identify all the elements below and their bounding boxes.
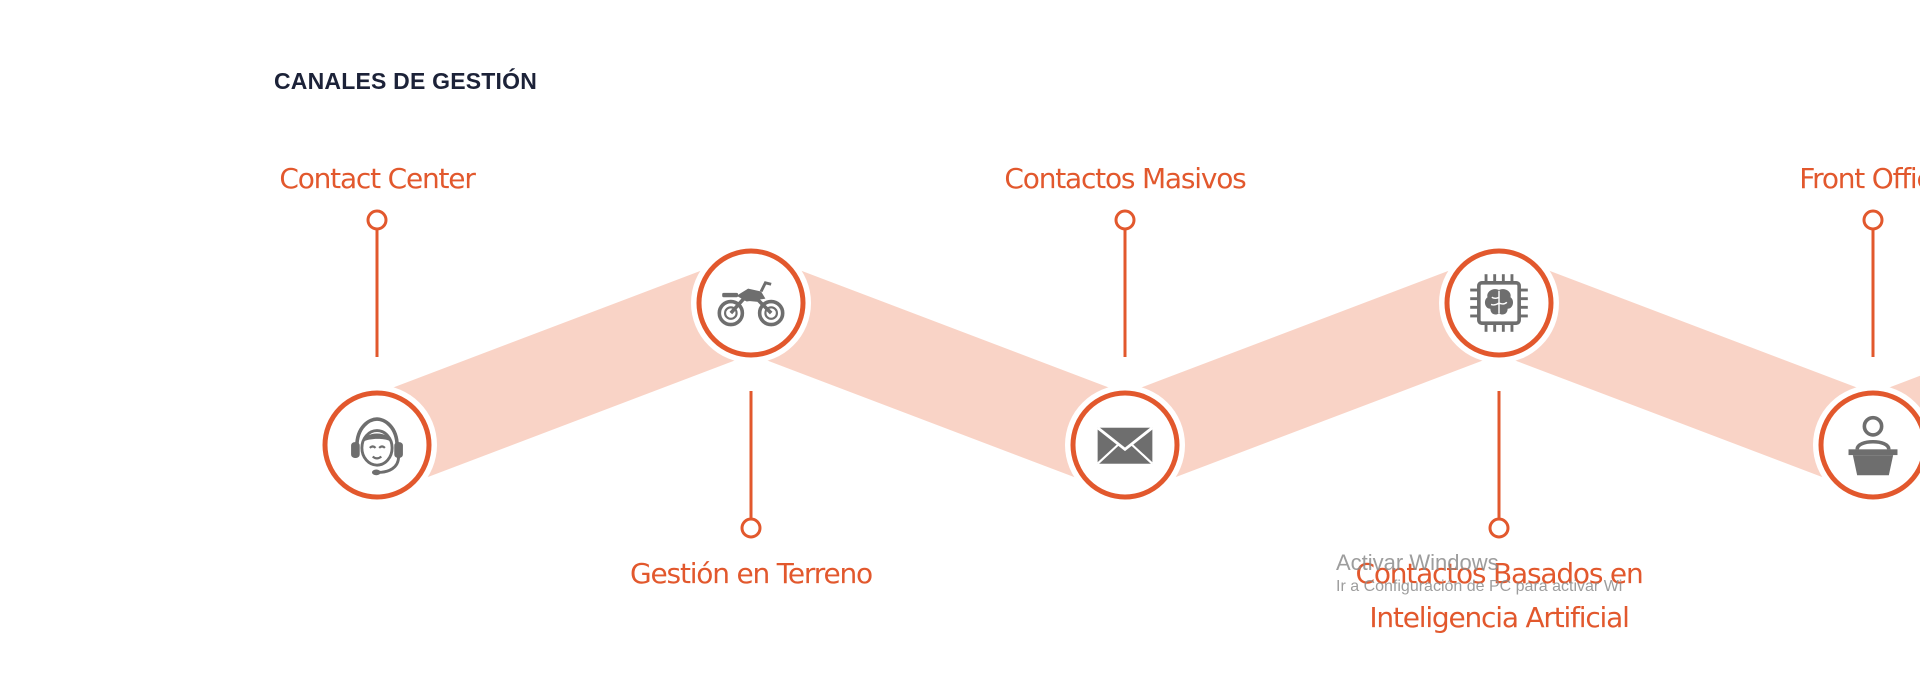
connector-dot [366, 209, 388, 231]
watermark-subtitle: Ir a Configuración de PC para activar Wi [1336, 578, 1623, 595]
channel-node [1065, 385, 1185, 505]
band-segment [1107, 258, 1517, 490]
channel-label-line: Front Office [1799, 162, 1920, 195]
channel-label: Gestión en Terreno [630, 557, 872, 590]
channel-node [691, 243, 811, 363]
band-segment [359, 258, 769, 490]
channel-label-line: Gestión en Terreno [630, 557, 872, 590]
connector-dot [1114, 209, 1136, 231]
channel-label: Front Office [1799, 162, 1920, 195]
connector-dot [1488, 517, 1510, 539]
brain-chip-icon [1468, 272, 1530, 334]
channel-label-line: Contact Center [279, 162, 476, 195]
channel-label: Contact Center [279, 162, 476, 195]
section-title: CANALES DE GESTIÓN [274, 68, 538, 94]
connector-dot [1862, 209, 1884, 231]
channel-label-line: Inteligencia Artificial [1369, 601, 1628, 634]
channel-node [1813, 385, 1920, 505]
node-ring [696, 248, 806, 358]
connector-lines [366, 209, 1884, 539]
node-ring [1818, 390, 1920, 500]
channel-node [1439, 243, 1559, 363]
channel-label-line: Contactos Masivos [1004, 162, 1246, 195]
channel-node [317, 385, 437, 505]
watermark-title: Activar Windows [1336, 550, 1499, 575]
band-segment [733, 258, 1143, 490]
channel-label: Contactos Basados en Inteligencia Artific… [1355, 557, 1642, 634]
connector-dot [740, 517, 762, 539]
channel-label: Contactos Masivos [1004, 162, 1246, 195]
zigzag-band [359, 258, 1920, 490]
channel-label-line: Contactos Basados en [1355, 557, 1642, 590]
windows-activation-watermark: Activar Windows Ir a Configuración de PC… [1336, 550, 1622, 596]
channel-nodes [317, 243, 1920, 505]
band-segment [1481, 258, 1891, 490]
envelope-icon [1096, 426, 1154, 466]
